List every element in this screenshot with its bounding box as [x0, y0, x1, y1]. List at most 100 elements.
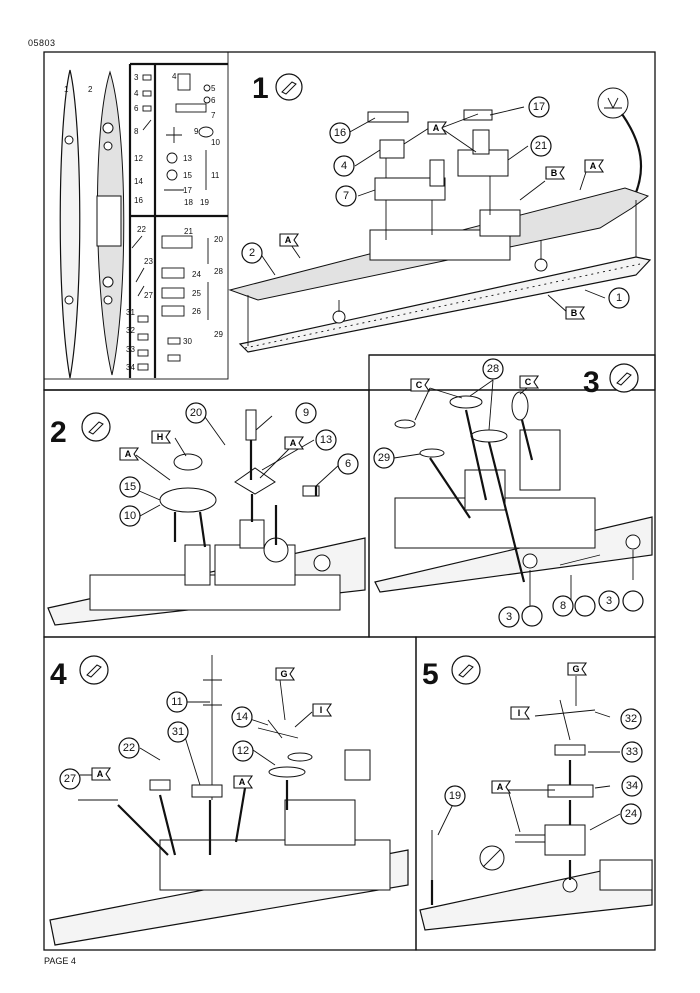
svg-text:21: 21 [184, 227, 193, 236]
step-4-callout-5: 22 [118, 737, 140, 759]
svg-text:33: 33 [126, 345, 135, 354]
step-5-flag-2: I [510, 706, 531, 720]
svg-text:15: 15 [124, 481, 136, 493]
svg-text:20: 20 [214, 235, 223, 244]
step-4-flag-4: A [233, 775, 254, 789]
svg-text:B: B [551, 168, 558, 178]
part-21 [457, 149, 509, 177]
svg-text:3: 3 [606, 595, 612, 607]
svg-text:5: 5 [211, 84, 216, 93]
step-5-callout-5: 19 [444, 785, 466, 807]
svg-text:7: 7 [343, 190, 349, 202]
svg-text:34: 34 [626, 780, 638, 792]
step-2-flag-2: A [119, 447, 140, 461]
step-2-callout-4: 6 [337, 453, 359, 475]
step-1-callout-5: 7 [335, 185, 357, 207]
part-17 [463, 109, 493, 121]
step-3-callout-1: 28 [482, 358, 504, 380]
svg-text:20: 20 [190, 407, 202, 419]
svg-text:27: 27 [64, 773, 76, 785]
svg-text:2: 2 [249, 247, 255, 259]
svg-text:10: 10 [211, 138, 220, 147]
step-5-flag-3: A [491, 780, 512, 794]
svg-text:8: 8 [560, 600, 566, 612]
svg-text:19: 19 [200, 198, 209, 207]
svg-text:3: 3 [506, 611, 512, 623]
svg-text:6: 6 [134, 104, 139, 113]
step-3-glue-icon [609, 363, 639, 393]
svg-text:16: 16 [334, 127, 346, 139]
svg-text:B: B [571, 308, 578, 318]
svg-text:8: 8 [134, 127, 139, 136]
svg-text:28: 28 [214, 267, 223, 276]
step-1-callout-6: 2 [241, 242, 263, 264]
svg-text:22: 22 [123, 742, 135, 754]
svg-text:C: C [525, 377, 532, 387]
svg-text:33: 33 [626, 746, 638, 758]
step-5-glue-icon [451, 655, 481, 685]
part-16 [367, 111, 409, 123]
svg-text:12: 12 [237, 745, 249, 757]
step-3-number: 3 [583, 366, 600, 399]
svg-text:9: 9 [303, 407, 309, 419]
step-1-callout-4: 21 [530, 135, 552, 157]
svg-text:A: A [285, 235, 292, 245]
step-2-callout-6: 10 [119, 505, 141, 527]
step-3-flag-1: C [410, 378, 431, 392]
part-7 [374, 177, 446, 201]
step-2-callout-5: 15 [119, 476, 141, 498]
step-5-number: 5 [422, 658, 439, 691]
step-2-callout-2: 9 [295, 402, 317, 424]
svg-text:31: 31 [172, 726, 184, 738]
step-3-callout-4: 8 [552, 595, 574, 617]
step-1-flag-1: A [427, 121, 448, 135]
sprue-hull-part [59, 69, 81, 379]
svg-text:2: 2 [88, 85, 93, 94]
svg-text:28: 28 [487, 363, 499, 375]
kit-code: 05803 [28, 38, 56, 48]
svg-text:A: A [433, 123, 440, 133]
step-4: 4 11 14 12 31 22 27 [49, 655, 409, 946]
step-3: 3 28 29 3 8 3 C C [373, 358, 653, 628]
svg-text:13: 13 [183, 154, 192, 163]
svg-text:32: 32 [126, 326, 135, 335]
svg-text:26: 26 [192, 307, 201, 316]
svg-text:31: 31 [126, 308, 135, 317]
step-4-callout-2: 14 [231, 706, 253, 728]
svg-text:H: H [157, 432, 164, 442]
step-5-callout-2: 33 [621, 741, 643, 763]
step-3-callout-2: 29 [373, 447, 395, 469]
svg-text:22: 22 [137, 225, 146, 234]
step-4-glue-icon [79, 655, 109, 685]
svg-text:G: G [280, 669, 287, 679]
step-2-flag-3: A [284, 436, 305, 450]
step-1-number: 1 [252, 72, 269, 105]
svg-text:6: 6 [211, 96, 216, 105]
step-5: 5 32 33 34 24 19 G I [419, 655, 653, 931]
svg-text:4: 4 [134, 89, 139, 98]
svg-text:4: 4 [341, 160, 347, 172]
svg-text:21: 21 [535, 140, 547, 152]
step-2-flag-1: H [151, 430, 172, 444]
svg-text:7: 7 [211, 111, 216, 120]
step-5-ship [419, 859, 653, 931]
svg-text:A: A [290, 438, 297, 448]
step-2-glue-icon [81, 412, 111, 442]
step-3-callout-5: 3 [598, 590, 620, 612]
sprue-small-parts [131, 73, 214, 371]
step-3-flag-2: C [519, 375, 540, 389]
step-3-callout-3: 3 [498, 606, 520, 628]
svg-text:1: 1 [64, 85, 69, 94]
svg-text:I: I [320, 705, 323, 715]
step-4-callout-3: 12 [232, 740, 254, 762]
svg-text:A: A [497, 782, 504, 792]
svg-text:10: 10 [124, 510, 136, 522]
svg-text:A: A [97, 769, 104, 779]
step-1-flag-3: B [545, 166, 566, 180]
part-4 [379, 139, 405, 159]
svg-text:23: 23 [144, 257, 153, 266]
step-2: 2 20 9 13 6 15 10 [47, 402, 366, 626]
step-1-callout-3: 4 [333, 155, 355, 177]
